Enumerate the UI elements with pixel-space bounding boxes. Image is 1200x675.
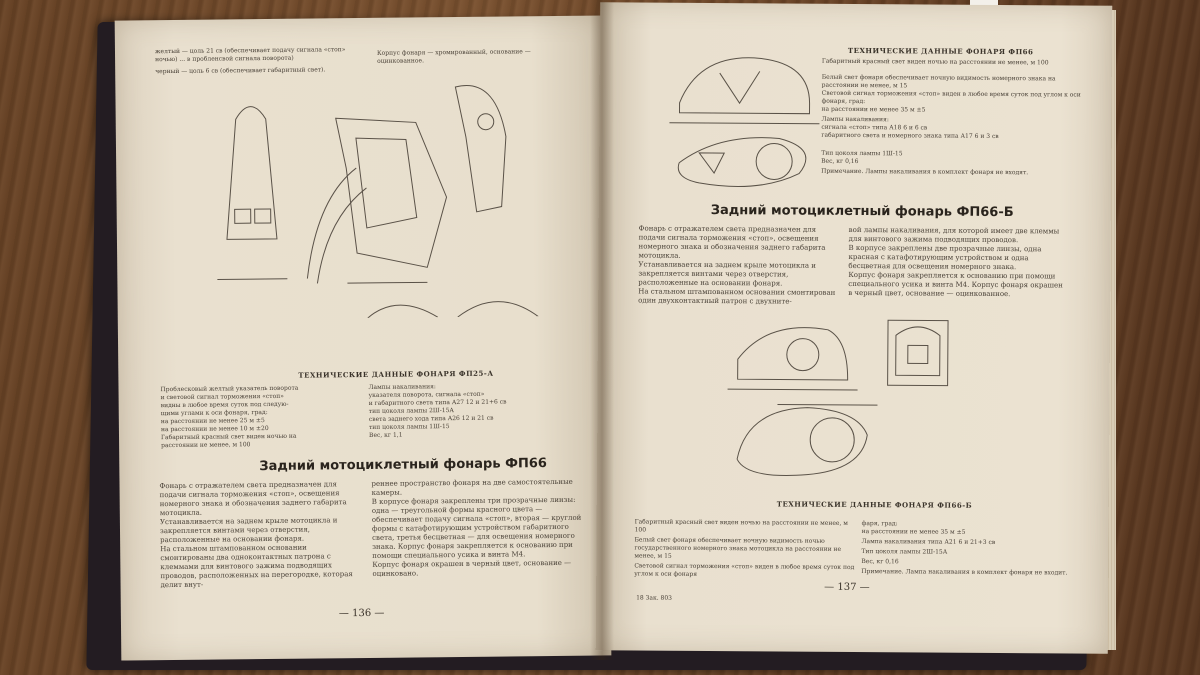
right-spec-row-9: Примечание. Лампы накаливания в комплект… (821, 167, 1029, 177)
left-column-1: Фонарь с отражателем света предназначен … (159, 480, 353, 590)
right-footer-left: 18 Зак. 803 (636, 594, 673, 602)
left-top-text-3: Корпус фонаря — хромированный, основание… (376, 48, 531, 65)
left-spec-left-7: расстоянии не менее, м 100 (161, 441, 251, 450)
right-spec-title: ТЕХНИЧЕСКИЕ ДАННЫЕ ФОНАРЯ ФП66 (847, 45, 1034, 57)
right-spec2-left-1: Белый свет фонаря обеспечивает ночную ви… (634, 536, 842, 560)
right-column-1: Фонарь с отражателем света предназначен … (638, 224, 836, 306)
right-spec-row-8: Вес, кг 0,16 (821, 157, 859, 166)
lamp-fp25a-drawing (217, 85, 539, 320)
right-spec2-title: ТЕХНИЧЕСКИЕ ДАННЫЕ ФОНАРЯ ФП66-Б (776, 499, 973, 510)
right-spec-row-6: габаритного света и номерного знака типа… (821, 131, 999, 141)
right-spec2-right-2: Лампа накаливания типа А21 6 и 21+3 св (861, 538, 996, 546)
lamp-fp66b-drawing (727, 319, 949, 476)
right-spec2-right-3: Тип цоколя лампы 2Ш-15А (861, 548, 948, 556)
right-heading: Задний мотоциклетный фонарь ФП66-Б (710, 202, 1014, 221)
lamp-fp66-drawing (669, 57, 820, 188)
right-page: ТЕХНИЧЕСКИЕ ДАННЫЕ ФОНАРЯ ФП66 Габаритны… (595, 2, 1113, 654)
left-top-text-2: черный — цоль 6 св (обеспечивает габарит… (155, 66, 326, 76)
right-spec-row-1: Белый свет фонаря обеспечивает ночную ви… (821, 73, 1056, 90)
right-spec-row-3: на расстоянии не менее 35 м ±5 (821, 105, 926, 114)
left-spec-title: ТЕХНИЧЕСКИЕ ДАННЫЕ ФОНАРЯ ФП25-А (298, 368, 494, 380)
left-page-number: — 136 — (338, 607, 385, 620)
right-spec2-right-5: Примечание. Лампа накаливания в комплект… (861, 568, 1068, 577)
left-column-2: реннее пространство фонаря на две самост… (371, 477, 582, 578)
right-spec2-right-1: на расстоянии не менее 35 м ±5 (861, 528, 966, 536)
book-gutter (590, 0, 614, 660)
right-page-number: — 137 — (824, 581, 870, 594)
right-spec2-left-2: Световой сигнал торможения «стоп» виден … (634, 562, 855, 578)
left-spec-right-6: Вес, кг 1,1 (368, 431, 403, 439)
right-spec-row-0: Габаритный красный свет виден ночью на р… (821, 57, 1049, 67)
right-spec2-right-4: Вес, кг 0,16 (861, 558, 899, 566)
left-heading: Задний мотоциклетный фонарь ФП66 (259, 456, 547, 475)
right-spec-row-2: Световой сигнал торможения «стоп» виден … (821, 89, 1081, 106)
left-page: желтый — цоль 21 св (обеспечивает подачу… (114, 15, 612, 661)
right-spec2-left-0: Габаритный красный свет виден ночью на р… (634, 518, 848, 534)
left-top-text-1: желтый — цоль 21 св (обеспечивает подачу… (154, 46, 346, 64)
right-column-2: вой лампы накаливания, для которой имеет… (848, 225, 1063, 299)
